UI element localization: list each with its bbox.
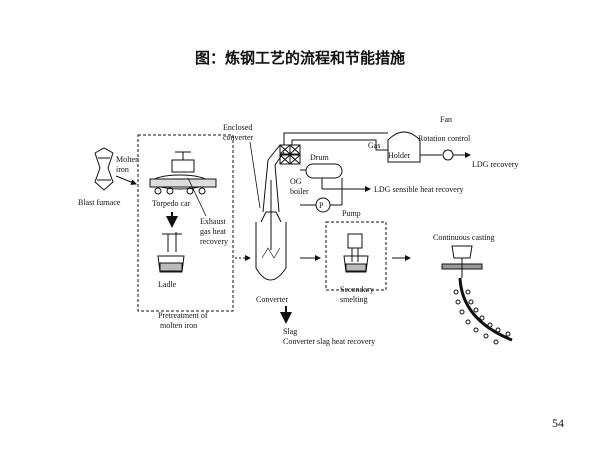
fan-label: Fan: [440, 115, 452, 124]
ladle-label: Ladle: [158, 280, 177, 289]
secondary-smelting-label-1: Secondary: [340, 285, 374, 294]
pump-label: Pump: [342, 209, 361, 218]
enclosed-converter-label-1: Enclosed: [223, 123, 252, 132]
gas-holder: [387, 131, 421, 163]
continuous-casting: [441, 245, 513, 345]
diagram-title: 图：炼钢工艺的流程和节能措施: [194, 49, 405, 67]
molten-iron-label-2: iron: [116, 165, 129, 174]
secondary-smelting-vessel: [343, 233, 369, 273]
drum-label: Drum: [310, 153, 329, 162]
blast-furnace-label: Blast furnace: [78, 198, 121, 207]
fan-icon: [442, 149, 454, 161]
gas-holder-label-2: Holder: [388, 151, 411, 160]
gas-duct: [283, 132, 388, 151]
ldg-recovery-label: LDG recovery: [472, 160, 518, 169]
rotation-control-label: Rotation control: [418, 134, 471, 143]
blast-furnace: [94, 147, 114, 191]
pump-symbol-label: P: [319, 201, 324, 210]
exhaust-gas-label-1: Exhaust: [200, 217, 227, 226]
molten-iron-arrow: [115, 175, 137, 185]
converter-label: Converter: [256, 295, 288, 304]
secondary-smelting-label-2: smelting: [340, 295, 368, 304]
og-boiler-stack: [279, 144, 301, 165]
og-boiler-label-2: boiler: [290, 187, 309, 196]
slag-recovery-label: Converter slag heat recovery: [283, 337, 375, 346]
torpedo-car: [149, 151, 217, 195]
converter: [255, 144, 287, 281]
pretreatment-label-1: Pretreatment of: [158, 311, 208, 320]
gas-holder-label-1: Gas: [368, 141, 380, 150]
ladle: [157, 232, 185, 273]
ldg-sensible-label: LDG sensible heat recovery: [374, 185, 464, 194]
og-boiler-label-1: OG: [290, 177, 302, 186]
molten-iron-label-1: Molten: [116, 155, 139, 164]
torpedo-car-label: Torpedo car: [152, 199, 191, 208]
slag-label: Slag: [283, 327, 297, 336]
exhaust-gas-pointer: [187, 177, 207, 217]
drum: [305, 163, 343, 179]
continuous-casting-label: Continuous casting: [433, 233, 495, 242]
exhaust-gas-label-2: gas heat: [200, 227, 227, 236]
pretreatment-box: [137, 134, 234, 312]
exhaust-gas-label-3: recovery: [200, 237, 228, 246]
enclosed-converter-label-2: converter: [223, 133, 254, 142]
enclosed-converter-pointer: [249, 141, 261, 209]
pretreatment-label-2: molten iron: [160, 321, 197, 330]
page-number: 54: [552, 416, 564, 430]
secondary-smelting-box: [325, 221, 387, 291]
